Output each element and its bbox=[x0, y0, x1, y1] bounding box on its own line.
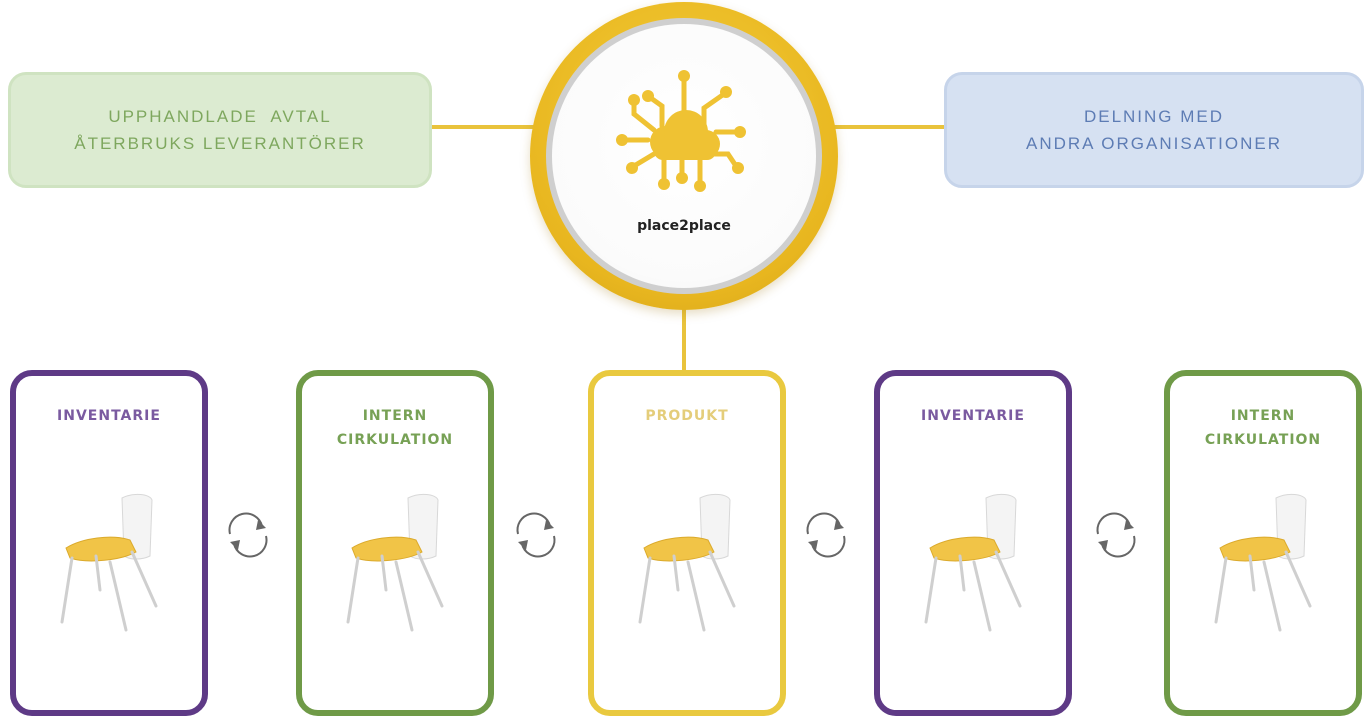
sharing-organisations-line1: DELNING MED bbox=[1083, 107, 1225, 126]
chair-icon bbox=[638, 493, 736, 632]
procured-agreements-line2: ÅTERBRUKS LEVERANTÖRER bbox=[74, 134, 366, 153]
card-title: PRODUKT bbox=[594, 404, 780, 428]
connector-left bbox=[426, 125, 536, 129]
card-title-line1: INTERN bbox=[1230, 408, 1296, 424]
chair-icon bbox=[346, 493, 444, 632]
sharing-organisations-line2: ANDRA ORGANISATIONER bbox=[1026, 134, 1282, 153]
card-title-line1: INVENTARIE bbox=[57, 408, 161, 424]
card-title-line1: INVENTARIE bbox=[921, 408, 1025, 424]
hub-label: place2place bbox=[637, 218, 731, 234]
card-produkt: PRODUKT bbox=[588, 370, 786, 716]
refresh-cycle-icon bbox=[1096, 512, 1136, 558]
card-title: INTERN CIRKULATION bbox=[1170, 404, 1356, 452]
card-title-line1: PRODUKT bbox=[645, 408, 729, 424]
card-intern-cirkulation-2: INTERN CIRKULATION bbox=[1164, 370, 1362, 716]
cloud-network-icon bbox=[616, 70, 746, 192]
chair-icon bbox=[1214, 493, 1312, 632]
procured-agreements-box: UPPHANDLADE AVTAL ÅTERBRUKS LEVERANTÖRER bbox=[8, 72, 432, 188]
card-intern-cirkulation-1: INTERN CIRKULATION bbox=[296, 370, 494, 716]
connector-right bbox=[832, 125, 944, 129]
card-title: INVENTARIE bbox=[16, 404, 202, 428]
card-title: INTERN CIRKULATION bbox=[302, 404, 488, 452]
procured-agreements-line1: UPPHANDLADE AVTAL bbox=[108, 107, 332, 126]
sharing-organisations-box: DELNING MED ANDRA ORGANISATIONER bbox=[944, 72, 1364, 188]
refresh-cycle-icon bbox=[228, 512, 268, 558]
card-title-line1: INTERN bbox=[362, 408, 428, 424]
refresh-cycle-icon bbox=[516, 512, 556, 558]
chair-icon bbox=[924, 493, 1022, 632]
card-title-line2: CIRKULATION bbox=[336, 432, 454, 448]
card-title: INVENTARIE bbox=[880, 404, 1066, 428]
card-inventarie-1: INVENTARIE bbox=[10, 370, 208, 716]
card-title-line2: CIRKULATION bbox=[1204, 432, 1322, 448]
connector-down bbox=[682, 306, 686, 374]
card-inventarie-2: INVENTARIE bbox=[874, 370, 1072, 716]
chair-icon bbox=[60, 493, 158, 632]
refresh-cycle-icon bbox=[806, 512, 846, 558]
